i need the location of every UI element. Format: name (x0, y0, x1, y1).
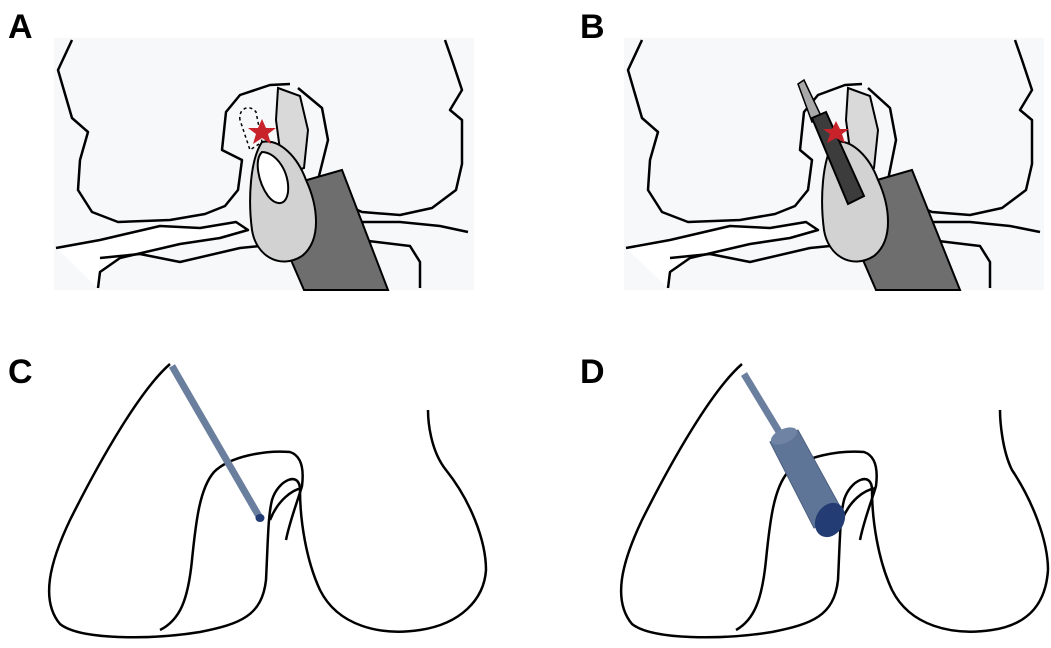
panel-a-illustration (54, 38, 474, 290)
panel-d-femur-outline-right (1000, 410, 1048, 570)
panel-d-illustration (621, 364, 1048, 637)
panel-c-pin-tip (256, 514, 265, 522)
panel-d-guide-pin (744, 374, 784, 440)
panel-c-femur-outline (49, 364, 486, 637)
panel-c-notch-roof (160, 452, 303, 630)
panel-c-illustration (49, 364, 486, 637)
panel-c-guide-pin (172, 366, 260, 518)
panel-b-illustration (624, 38, 1044, 290)
